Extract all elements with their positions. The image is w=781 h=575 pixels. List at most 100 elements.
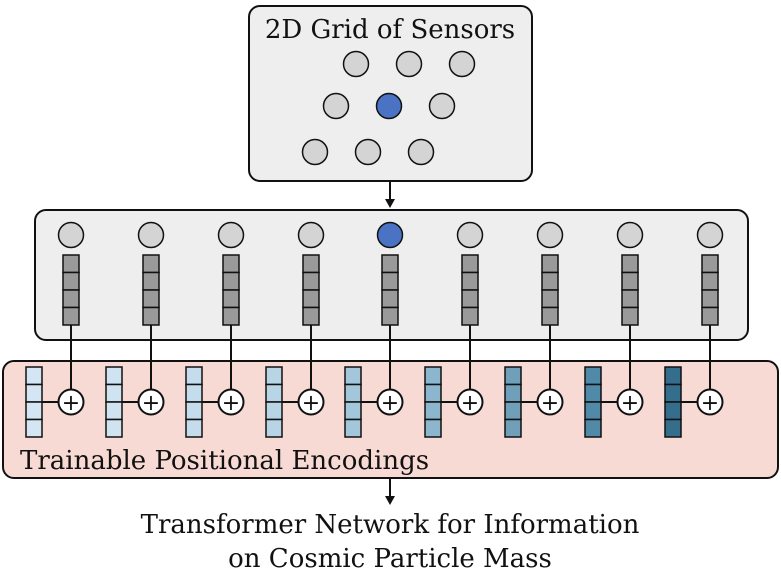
positional-encoding-cell	[265, 366, 283, 386]
embedding-cell	[302, 289, 320, 309]
embedding-cell	[142, 254, 160, 274]
positional-encoding-cell	[504, 401, 522, 421]
sequence-sensor	[456, 221, 484, 249]
positional-encoding-cell	[185, 383, 203, 403]
add-operator-icon	[376, 388, 404, 416]
add-operator-icon	[217, 388, 245, 416]
positional-encoding-cell	[664, 418, 682, 438]
embedding-cell	[381, 254, 399, 274]
sensor-column: +	[424, 221, 484, 438]
embedding-cell	[222, 271, 240, 291]
add-operator-icon	[616, 388, 644, 416]
plus-symbol: +	[461, 391, 479, 416]
grid-sensor	[395, 50, 423, 78]
positional-encoding-cell	[504, 383, 522, 403]
positional-encoding-cell	[105, 418, 123, 438]
embedding-cell	[142, 271, 160, 291]
encoding-to-transformer-arrowhead	[385, 496, 395, 505]
embedding-cell	[701, 254, 719, 274]
positional-encoding-cell	[424, 366, 442, 386]
positional-encoding-cell	[344, 401, 362, 421]
embedding-cell	[381, 289, 399, 309]
embedding-cell	[302, 271, 320, 291]
embedding-cell	[541, 289, 559, 309]
positional-encoding-cell	[25, 418, 43, 438]
embedding-cell	[541, 254, 559, 274]
sensor-column: +	[584, 221, 644, 438]
grid-sensor	[322, 92, 350, 120]
grid-to-sequence-arrowhead	[385, 199, 395, 208]
positional-encoding-cell	[504, 366, 522, 386]
embedding-cell	[302, 254, 320, 274]
grid-sensor	[354, 138, 382, 166]
sequence-sensor	[536, 221, 564, 249]
embedding-cell	[621, 254, 639, 274]
positional-encoding-cell	[344, 418, 362, 438]
grid-sensor	[301, 138, 329, 166]
embedding-cell	[701, 306, 719, 326]
positional-encoding-cell	[105, 366, 123, 386]
embedding-cell	[142, 289, 160, 309]
sensor-column: +	[344, 221, 404, 438]
add-operator-icon	[536, 388, 564, 416]
positional-encoding-cell	[664, 366, 682, 386]
embedding-cell	[222, 289, 240, 309]
positional-encoding-cell	[424, 401, 442, 421]
grid-sensor	[407, 138, 435, 166]
embedding-cell	[62, 306, 80, 326]
positional-encoding-title: Trainable Positional Encodings	[20, 446, 429, 476]
add-operator-icon	[696, 388, 724, 416]
grid-sensor	[342, 50, 370, 78]
sequence-sensor	[217, 221, 245, 249]
positional-encoding-cell	[185, 418, 203, 438]
embedding-cell	[541, 271, 559, 291]
positional-encoding-cell	[185, 366, 203, 386]
grid-sensor	[428, 92, 456, 120]
embedding-cell	[142, 306, 160, 326]
output-title-line-2: on Cosmic Particle Mass	[228, 544, 552, 574]
positional-encoding-cell	[584, 418, 602, 438]
sequence-sensor	[297, 221, 325, 249]
embedding-cell	[541, 306, 559, 326]
plus-symbol: +	[621, 391, 639, 416]
sensor-column: +	[105, 221, 165, 438]
positional-encoding-cell	[664, 401, 682, 421]
embedding-cell	[461, 289, 479, 309]
embedding-cell	[621, 289, 639, 309]
embedding-cell	[62, 271, 80, 291]
plus-symbol: +	[381, 391, 399, 416]
embedding-cell	[62, 254, 80, 274]
sequence-sensor	[616, 221, 644, 249]
embedding-cell	[302, 306, 320, 326]
sequence-sensor-highlighted	[376, 221, 404, 249]
sensor-columns: +++++++++	[25, 221, 724, 438]
embedding-cell	[381, 271, 399, 291]
add-operator-icon	[57, 388, 85, 416]
sensor-column: +	[504, 221, 564, 438]
embedding-cell	[621, 271, 639, 291]
sensor-grid-title: 2D Grid of Sensors	[265, 15, 515, 45]
embedding-cell	[461, 271, 479, 291]
positional-encoding-cell	[265, 383, 283, 403]
positional-encoding-cell	[344, 383, 362, 403]
sequence-sensor	[137, 221, 165, 249]
sensor-column: +	[664, 221, 724, 438]
add-operator-icon	[456, 388, 484, 416]
positional-encoding-cell	[584, 366, 602, 386]
positional-encoding-cell	[185, 401, 203, 421]
positional-encoding-cell	[344, 366, 362, 386]
positional-encoding-cell	[25, 383, 43, 403]
grid-sensor	[448, 50, 476, 78]
positional-encoding-cell	[105, 401, 123, 421]
output-title-line-1: Transformer Network for Information	[141, 510, 640, 540]
sequence-sensor	[696, 221, 724, 249]
positional-encoding-cell	[265, 401, 283, 421]
positional-encoding-cell	[265, 418, 283, 438]
positional-encoding-cell	[584, 401, 602, 421]
positional-encoding-cell	[25, 401, 43, 421]
positional-encoding-cell	[25, 366, 43, 386]
positional-encoding-cell	[105, 383, 123, 403]
plus-symbol: +	[701, 391, 719, 416]
plus-symbol: +	[222, 391, 240, 416]
